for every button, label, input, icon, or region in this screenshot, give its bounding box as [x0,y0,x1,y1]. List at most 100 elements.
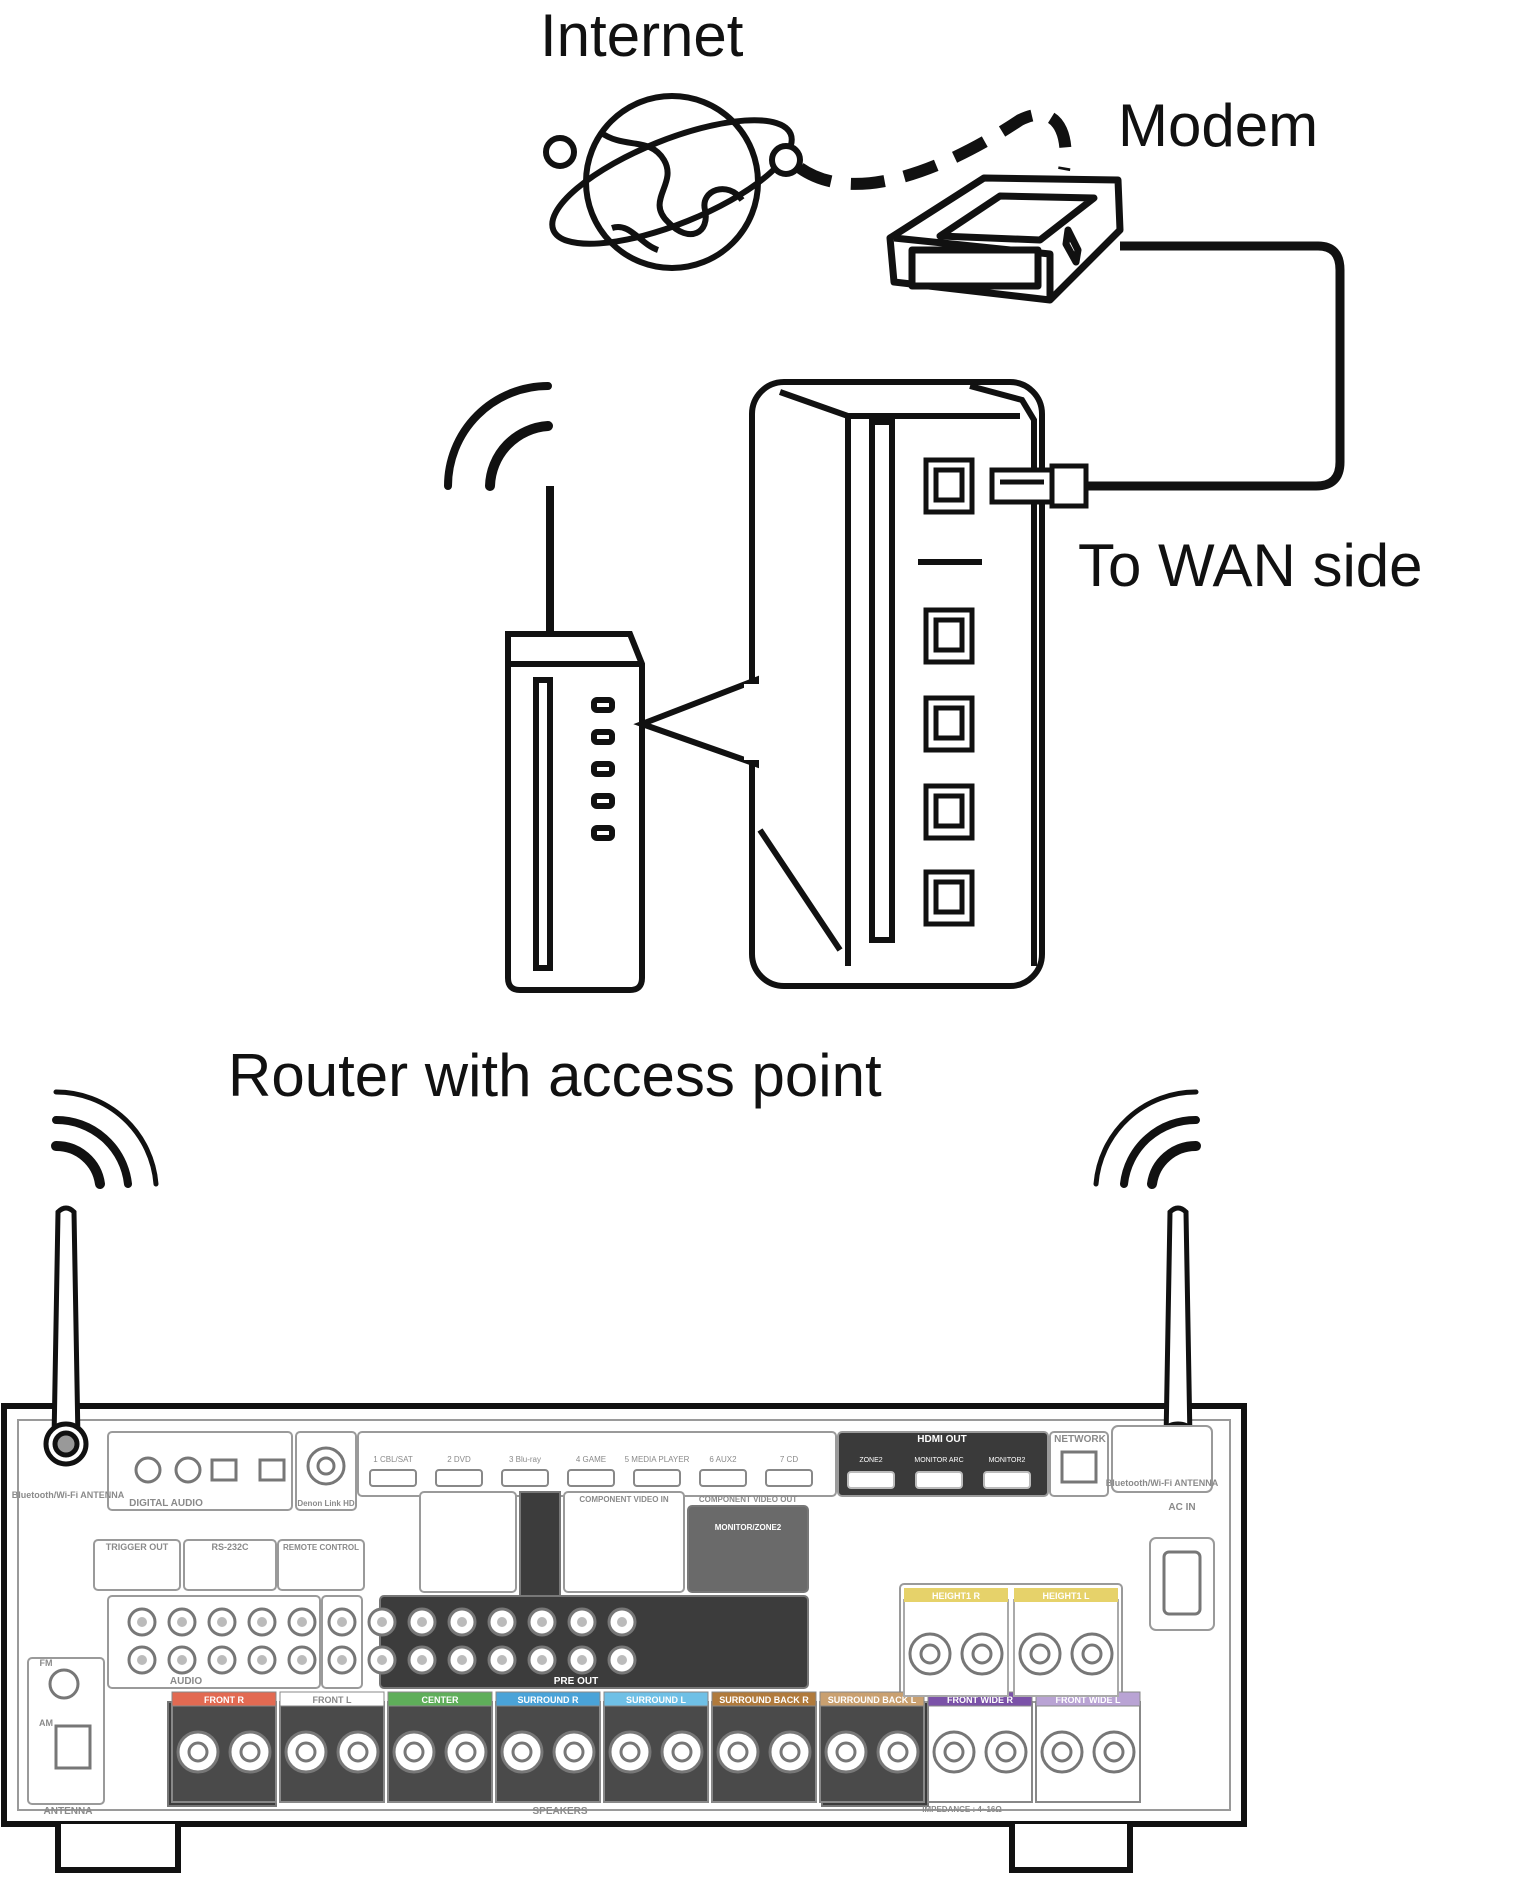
hdmi-in-port [633,1469,681,1487]
label-trigger-out: TRIGGER OUT [106,1542,169,1552]
hdmi-in-label: 6 AUX2 [709,1455,737,1464]
label-digital-audio: DIGITAL AUDIO [129,1498,203,1509]
hdmi-in-port [567,1469,615,1487]
rca-jack-center [297,1617,307,1627]
label-wan-side: To WAN side [1078,532,1423,599]
speaker-group-color [603,1691,709,1707]
rca-jack-center [457,1655,467,1665]
label-monitor-zone2: MONITOR/ZONE2 [715,1523,782,1532]
hdmi-out-label: ZONE2 [859,1457,882,1464]
rca-jack-center [497,1617,507,1627]
height-group-color [1014,1588,1118,1602]
label-antenna-right: Bluetooth/Wi-Fi ANTENNA [1106,1478,1219,1488]
rca-jack-center [537,1655,547,1665]
speaker-terminal-center [239,1741,261,1763]
hdmi-in-label: 3 Blu-ray [509,1455,541,1464]
hdmi-out-port [847,1471,895,1489]
height-terminal-groups: HEIGHT1 R HEIGHT1 L [903,1588,1119,1697]
speaker-terminal-center [295,1741,317,1763]
rca-jack-center [377,1655,387,1665]
rca-jack-center [297,1655,307,1665]
speaker-group-color [711,1691,817,1707]
digital-audio-jacks [134,1446,346,1486]
fm-am-antenna-jacks [48,1668,92,1770]
label-impedance: IMPEDANCE : 4~16Ω [922,1805,1002,1814]
label-antenna: ANTENNA [44,1806,93,1817]
label-hdmi-in: HDMI IN (ASSIGNABLE) [503,1434,616,1445]
label-remote-control: REMOTE CONTROL [283,1543,359,1552]
wan-cable [1086,241,1345,491]
label-ac-in: AC IN [1168,1502,1195,1513]
hdmi-in-port [435,1469,483,1487]
rca-jack-center [377,1617,387,1627]
speaker-group-label: SURROUND BACK L [828,1695,917,1705]
hdmi-in-label: 4 GAME [576,1455,606,1464]
label-pre-out: PRE OUT [554,1676,598,1687]
speaker-terminal-center [511,1741,533,1763]
rca-jack-center [417,1617,427,1627]
rca-jack-center [177,1655,187,1665]
height-terminal-center [1029,1643,1051,1665]
hdmi-in-port [699,1469,747,1487]
speaker-group-label: SURROUND L [626,1695,687,1705]
label-speakers: SPEAKERS [532,1806,587,1817]
label-network: NETWORK [1054,1434,1106,1445]
label-internet: Internet [540,2,744,69]
speaker-group-label: SURROUND BACK R [719,1695,809,1705]
zoom-callout [633,675,759,769]
label-fm: FM [40,1658,53,1668]
speaker-terminal-center [779,1741,801,1763]
foot-right [1009,1824,1133,1873]
speaker-terminal-center [887,1741,909,1763]
height-terminal-center [971,1643,993,1665]
rca-jack-center [137,1617,147,1627]
label-am: AM [39,1718,53,1728]
rca-jack-center [337,1617,347,1627]
hdmi-in-port [501,1469,549,1487]
antenna-wifi-waves-icon [51,1089,1201,1189]
speaker-terminal-center [995,1741,1017,1763]
speaker-terminal-center [835,1741,857,1763]
speaker-group-color [387,1691,493,1707]
speaker-terminal-center [563,1741,585,1763]
speaker-group-color [819,1691,925,1707]
label-audio: AUDIO [170,1676,202,1687]
label-router: Router with access point [228,1042,882,1109]
speaker-terminal-center [455,1741,477,1763]
label-component-video-in: COMPONENT VIDEO IN [579,1495,669,1504]
rca-jack-center [337,1655,347,1665]
speaker-terminal-center [619,1741,641,1763]
hdmi-out-label: MONITOR ARC [914,1457,963,1464]
label-modem: Modem [1118,92,1319,159]
foot-left [55,1824,181,1873]
hdmi-in-port [369,1469,417,1487]
wan-plug-icon [989,463,1089,509]
modem-icon [886,174,1124,304]
rca-jack-center [257,1617,267,1627]
speaker-terminal-center [727,1741,749,1763]
speaker-group-color [495,1691,601,1707]
speaker-terminal-center [347,1741,369,1763]
hdmi-in-label: 7 CD [780,1455,798,1464]
rca-jack-center [457,1617,467,1627]
speaker-group-label: FRONT R [204,1695,244,1705]
rca-jack-center [617,1617,627,1627]
label-denon-link: Denon Link HD [297,1499,355,1508]
rca-jack-center [577,1617,587,1627]
height-group-label: HEIGHT1 R [932,1591,981,1601]
hdmi-in-port [765,1469,813,1487]
rca-jack-center [617,1655,627,1665]
label-hdmi-out: HDMI OUT [917,1434,966,1445]
label-rs232c: RS-232C [211,1542,249,1552]
speaker-terminal-center [187,1741,209,1763]
height-terminal-center [1081,1643,1103,1665]
ethernet-ports [923,457,975,927]
hdmi-out-port [983,1471,1031,1489]
height-group-label: HEIGHT1 L [1042,1591,1090,1601]
receiver-network-port [1060,1450,1098,1484]
speaker-group-label: FRONT L [313,1695,352,1705]
speaker-terminal-center [1051,1741,1073,1763]
